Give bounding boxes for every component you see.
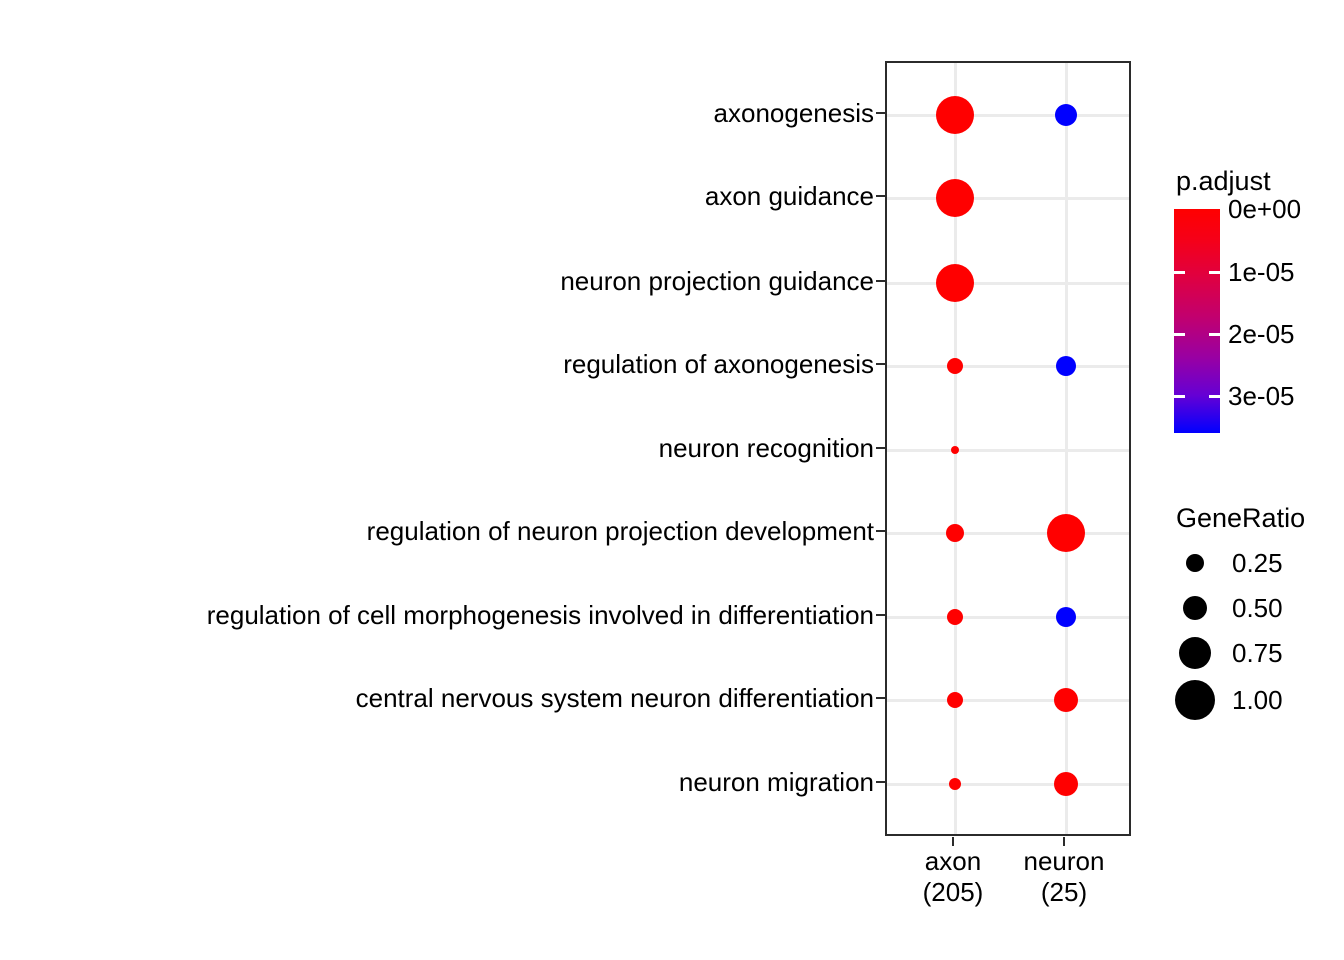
x-axis-label: axon (205) xyxy=(922,846,984,907)
generatio-legend-label: 1.00 xyxy=(1232,685,1283,715)
gridline-horizontal xyxy=(887,783,1129,786)
data-point xyxy=(936,96,974,134)
generatio-legend-label: 0.75 xyxy=(1232,638,1283,668)
colorbar-tick xyxy=(1174,333,1185,336)
y-axis-tick xyxy=(876,530,885,532)
y-axis-tick xyxy=(876,280,885,282)
y-axis-tick xyxy=(876,363,885,365)
colorbar-tick-label: 2e-05 xyxy=(1228,319,1295,349)
gridline-horizontal xyxy=(887,365,1129,368)
data-point xyxy=(1054,772,1078,796)
data-point xyxy=(949,778,961,790)
y-axis-label: axon guidance xyxy=(704,181,874,211)
y-axis-tick xyxy=(876,447,885,449)
x-axis-tick xyxy=(952,837,954,846)
colorbar-tick-label: 0e+00 xyxy=(1228,194,1302,224)
x-axis-label: neuron (25) xyxy=(1023,846,1105,907)
gridline-horizontal xyxy=(887,532,1129,535)
x-axis-tick xyxy=(1063,837,1065,846)
y-axis-label: axonogenesis xyxy=(713,98,874,128)
gridline-vertical xyxy=(1065,63,1068,834)
y-axis-label: neuron recognition xyxy=(658,433,874,463)
data-point xyxy=(947,609,963,625)
data-point xyxy=(1055,104,1077,126)
y-axis-label: neuron projection guidance xyxy=(560,266,874,296)
data-point xyxy=(1056,356,1076,376)
y-axis-tick xyxy=(876,614,885,616)
generatio-legend-dot xyxy=(1179,637,1211,669)
generatio-legend-dot xyxy=(1183,596,1207,620)
data-point xyxy=(947,358,963,374)
colorbar-tick xyxy=(1209,333,1220,336)
data-point xyxy=(936,179,974,217)
y-axis-label: central nervous system neuron differenti… xyxy=(355,683,874,713)
y-axis-label: regulation of cell morphogenesis involve… xyxy=(206,600,874,630)
data-point xyxy=(1047,514,1085,552)
data-point xyxy=(946,524,964,542)
generatio-legend-title: GeneRatio xyxy=(1176,503,1306,533)
colorbar-tick xyxy=(1174,271,1185,274)
y-axis-tick xyxy=(876,112,885,114)
colorbar-tick xyxy=(1209,271,1220,274)
data-point xyxy=(951,446,959,454)
data-point xyxy=(1054,688,1078,712)
gridline-horizontal xyxy=(887,616,1129,619)
generatio-legend-dot xyxy=(1175,680,1215,720)
gridline-horizontal xyxy=(887,114,1129,117)
gridline-horizontal xyxy=(887,449,1129,452)
data-point xyxy=(947,692,963,708)
y-axis-tick xyxy=(876,697,885,699)
y-axis-tick xyxy=(876,781,885,783)
padjust-colorbar xyxy=(1174,209,1220,433)
gridline-horizontal xyxy=(887,282,1129,285)
y-axis-label: regulation of axonogenesis xyxy=(563,349,874,379)
colorbar-tick xyxy=(1209,395,1220,398)
y-axis-label: regulation of neuron projection developm… xyxy=(366,516,874,546)
data-point xyxy=(1056,607,1076,627)
y-axis-label: neuron migration xyxy=(678,767,874,797)
gridline-horizontal xyxy=(887,197,1129,200)
data-point xyxy=(936,264,974,302)
padjust-legend-title: p.adjust xyxy=(1176,166,1271,196)
y-axis-tick xyxy=(876,195,885,197)
colorbar-tick-label: 1e-05 xyxy=(1228,257,1295,287)
colorbar-tick xyxy=(1174,395,1185,398)
generatio-legend-dot xyxy=(1186,554,1204,572)
generatio-legend-label: 0.50 xyxy=(1232,593,1283,623)
colorbar-tick-label: 3e-05 xyxy=(1228,381,1295,411)
gridline-horizontal xyxy=(887,699,1129,702)
generatio-legend-label: 0.25 xyxy=(1232,548,1283,578)
plot-panel xyxy=(885,61,1131,836)
